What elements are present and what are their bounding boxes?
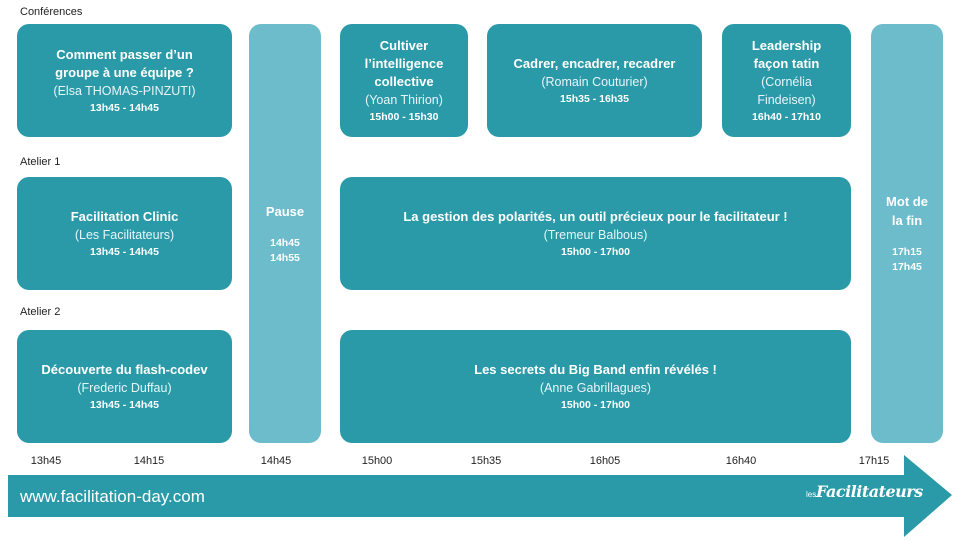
session-speaker: (Tremeur Balbous) xyxy=(543,227,648,242)
session-title: Les secrets du Big Band enfin révélés ! xyxy=(474,361,717,377)
session-time: 13h45 - 14h45 xyxy=(90,101,159,114)
timeline-arrow xyxy=(8,455,952,537)
website-url[interactable]: www.facilitation-day.com xyxy=(20,487,205,506)
session-card-conf-intelligence-collective[interactable]: Cultiver l’intelligence collective (Yoan… xyxy=(340,24,468,137)
timeline-tick: 14h45 xyxy=(260,455,292,467)
row-label-atelier-1: Atelier 1 xyxy=(20,156,61,168)
facilitateurs-logo: les Facilitateurs xyxy=(806,482,923,510)
session-title: Découverte du flash-codev xyxy=(41,361,208,377)
logo-wordmark: Facilitateurs xyxy=(816,482,923,501)
session-title: Leadership façon tatin xyxy=(751,37,822,71)
timeline-tick: 16h05 xyxy=(589,455,621,467)
timeline-tick: 15h35 xyxy=(470,455,502,467)
session-time: 15h35 - 16h35 xyxy=(560,92,629,105)
timeline-tick: 15h00 xyxy=(361,455,393,467)
session-time: 13h45 - 14h45 xyxy=(90,245,159,258)
session-card-polarites[interactable]: La gestion des polarités, un outil préci… xyxy=(340,177,851,290)
row-label-atelier-2: Atelier 2 xyxy=(20,306,61,318)
logo-prefix: les xyxy=(806,490,817,499)
timeline-tick: 13h45 xyxy=(30,455,62,467)
timeline-tick: 14h15 xyxy=(133,455,165,467)
pause-title: Pause xyxy=(265,203,305,219)
row-label-conferences: Conférences xyxy=(20,6,83,18)
session-time: 15h00 - 17h00 xyxy=(561,398,630,411)
session-card-conf-cadrer[interactable]: Cadrer, encadrer, recadrer (Romain Coutu… xyxy=(487,24,702,137)
session-card-flash-codev[interactable]: Découverte du flash-codev (Frederic Duff… xyxy=(17,330,232,443)
session-card-facilitation-clinic[interactable]: Facilitation Clinic (Les Facilitateurs) … xyxy=(17,177,232,290)
session-time: 16h40 - 17h10 xyxy=(752,110,821,123)
session-speaker: (Elsa THOMAS-PINZUTI) xyxy=(53,83,196,98)
session-title: Facilitation Clinic xyxy=(70,208,179,224)
session-title: Cultiver l’intelligence collective xyxy=(364,37,444,89)
closing-time-start: 17h15 xyxy=(892,246,922,258)
session-speaker: (Romain Couturier) xyxy=(541,74,648,89)
session-speaker: (Yoan Thirion) xyxy=(365,92,443,107)
session-speaker: (Les Facilitateurs) xyxy=(74,227,175,242)
session-speaker: (Frederic Duffau) xyxy=(77,380,172,395)
closing-time-end: 17h45 xyxy=(892,261,922,273)
timeline-tick: 17h15 xyxy=(858,455,890,467)
session-speaker: (Anne Gabrillagues) xyxy=(539,380,652,395)
session-card-conf-leadership[interactable]: Leadership façon tatin (Cornélia Findeis… xyxy=(722,24,851,137)
session-title: Cadrer, encadrer, recadrer xyxy=(513,55,676,71)
session-title: La gestion des polarités, un outil préci… xyxy=(403,208,788,224)
session-speaker: (Cornélia Findeisen) xyxy=(757,74,816,107)
pause-card[interactable]: Pause 14h45 14h55 xyxy=(249,24,321,443)
session-time: 15h00 - 17h00 xyxy=(561,245,630,258)
session-time: 13h45 - 14h45 xyxy=(90,398,159,411)
pause-time-start: 14h45 xyxy=(270,236,300,249)
closing-card[interactable]: Mot de la fin 17h15 17h45 xyxy=(871,24,943,443)
closing-title: Mot de la fin xyxy=(886,194,928,228)
session-title: Comment passer d’un groupe à une équipe … xyxy=(55,46,194,80)
timeline-tick: 16h40 xyxy=(725,455,757,467)
pause-time-end: 14h55 xyxy=(270,251,300,264)
session-time: 15h00 - 15h30 xyxy=(369,110,439,123)
session-card-conf-groupe-equipe[interactable]: Comment passer d’un groupe à une équipe … xyxy=(17,24,232,137)
session-card-big-band[interactable]: Les secrets du Big Band enfin révélés ! … xyxy=(340,330,851,443)
